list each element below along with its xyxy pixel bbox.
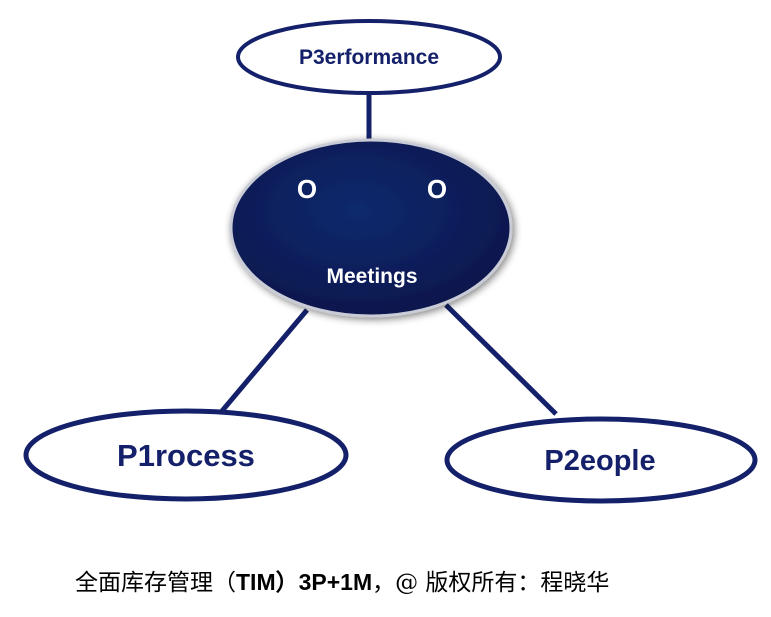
- footer-bold: TIM）3P+1M: [236, 569, 373, 595]
- footer-prefix: 全面库存管理（: [75, 570, 236, 596]
- node-performance: P3erformance: [236, 19, 502, 95]
- node-process: P1rocess: [23, 408, 349, 502]
- node-meetings: O O Meetings: [229, 138, 513, 318]
- right-eye: O: [427, 174, 447, 204]
- copyright-footer: 全面库存管理（TIM）3P+1M，@ 版权所有：程晓华: [75, 563, 609, 597]
- connector-process: [220, 308, 309, 413]
- process-label: P1rocess: [117, 438, 255, 473]
- node-people: P2eople: [444, 416, 758, 504]
- footer-suffix: ，@ 版权所有：程晓华: [372, 570, 610, 596]
- connector-people: [444, 303, 558, 416]
- performance-label: P3erformance: [299, 46, 439, 69]
- people-label: P2eople: [544, 445, 655, 477]
- meetings-label: Meetings: [326, 265, 417, 288]
- left-eye: O: [297, 174, 317, 204]
